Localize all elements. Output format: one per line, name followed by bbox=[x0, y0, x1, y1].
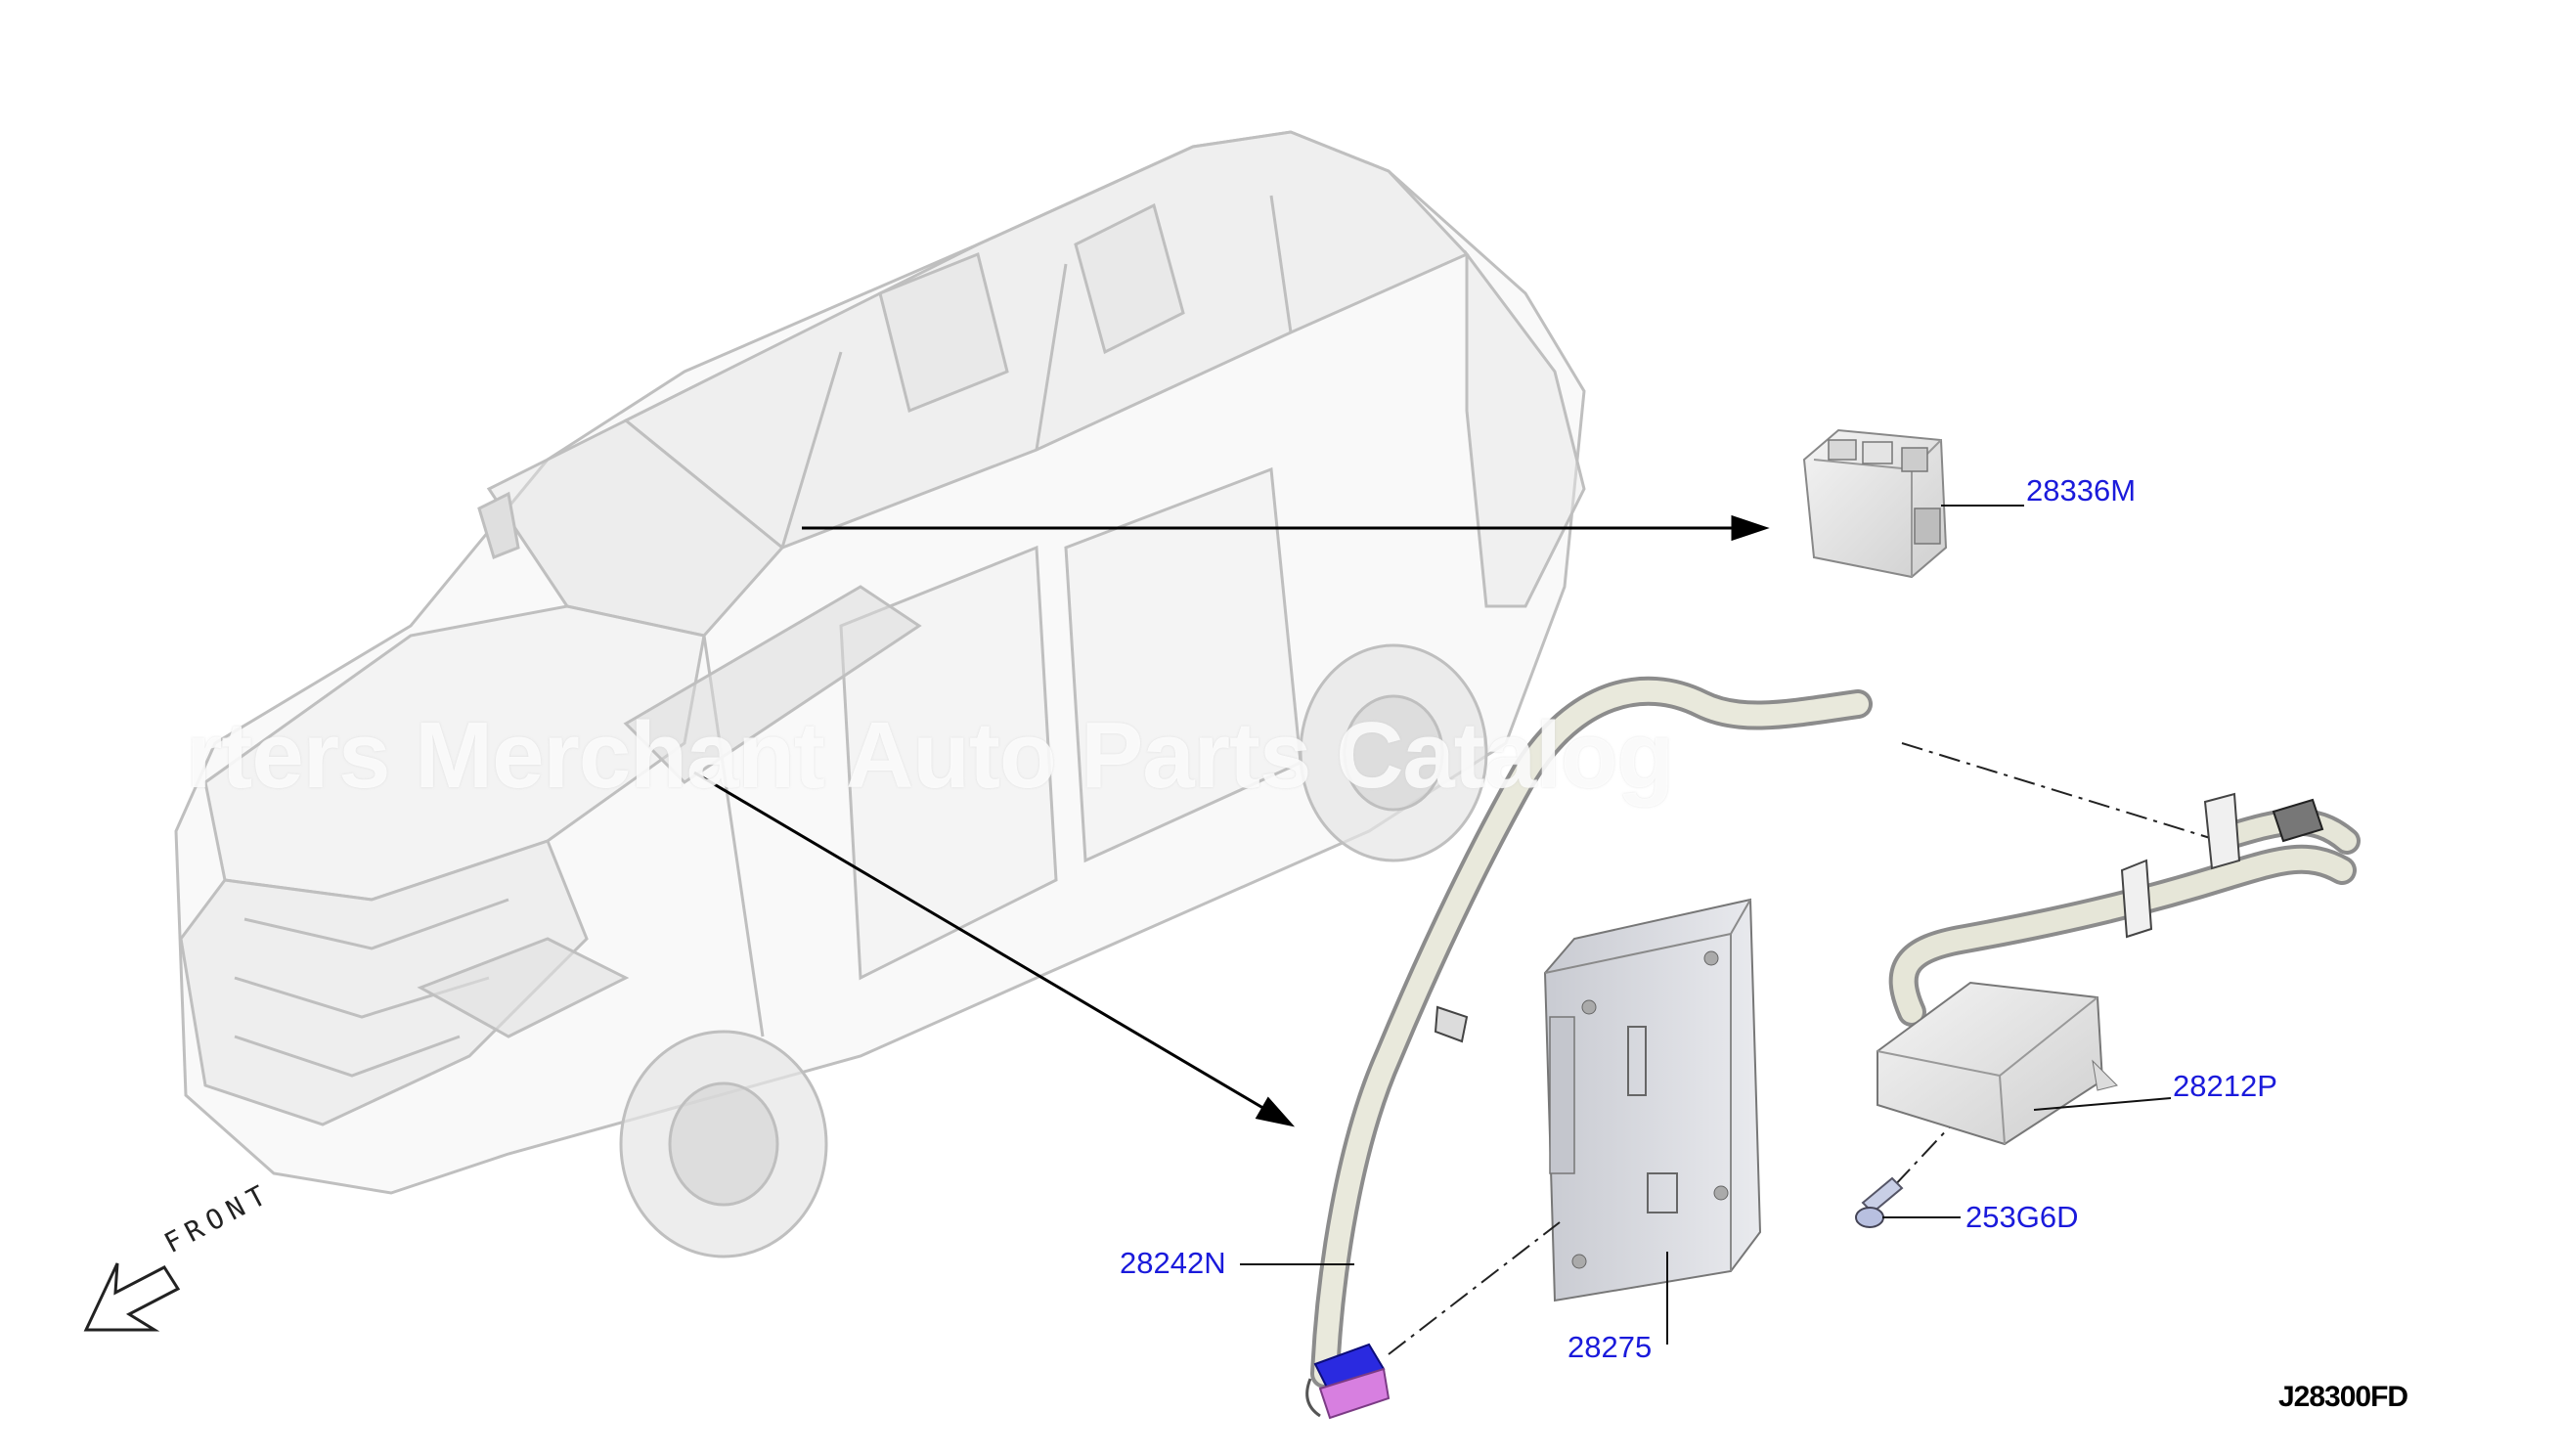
connector-pink bbox=[1318, 1367, 1391, 1420]
part-label-28336M[interactable]: 28336M bbox=[2026, 473, 2137, 507]
antenna-28212P bbox=[1877, 792, 2361, 1146]
screw-253G6D bbox=[1855, 1176, 1961, 1228]
leader-line-28275 bbox=[693, 771, 1267, 1112]
part-label-28212P[interactable]: 28212P bbox=[2173, 1069, 2277, 1103]
arrowhead-28336M bbox=[1731, 514, 1770, 542]
vehicle-illustration bbox=[174, 130, 1586, 1258]
part-label-28275[interactable]: 28275 bbox=[1568, 1330, 1653, 1364]
ecu-28275 bbox=[1543, 898, 1762, 1345]
module-28336M bbox=[1802, 428, 2024, 579]
arrowhead-28275 bbox=[1255, 1096, 1296, 1127]
diagram-code: J28300FD bbox=[2278, 1381, 2408, 1413]
part-label-253G6D[interactable]: 253G6D bbox=[1965, 1200, 2079, 1234]
part-label-28242N[interactable]: 28242N bbox=[1120, 1246, 1226, 1280]
watermark-text: rters Merchant Auto Parts Catalog bbox=[186, 703, 1674, 808]
assembly-lines bbox=[1388, 742, 2221, 1355]
harness-28242N bbox=[1240, 676, 1873, 1420]
front-direction-arrow-icon bbox=[83, 1262, 181, 1332]
leader-arrows bbox=[693, 514, 1770, 1127]
